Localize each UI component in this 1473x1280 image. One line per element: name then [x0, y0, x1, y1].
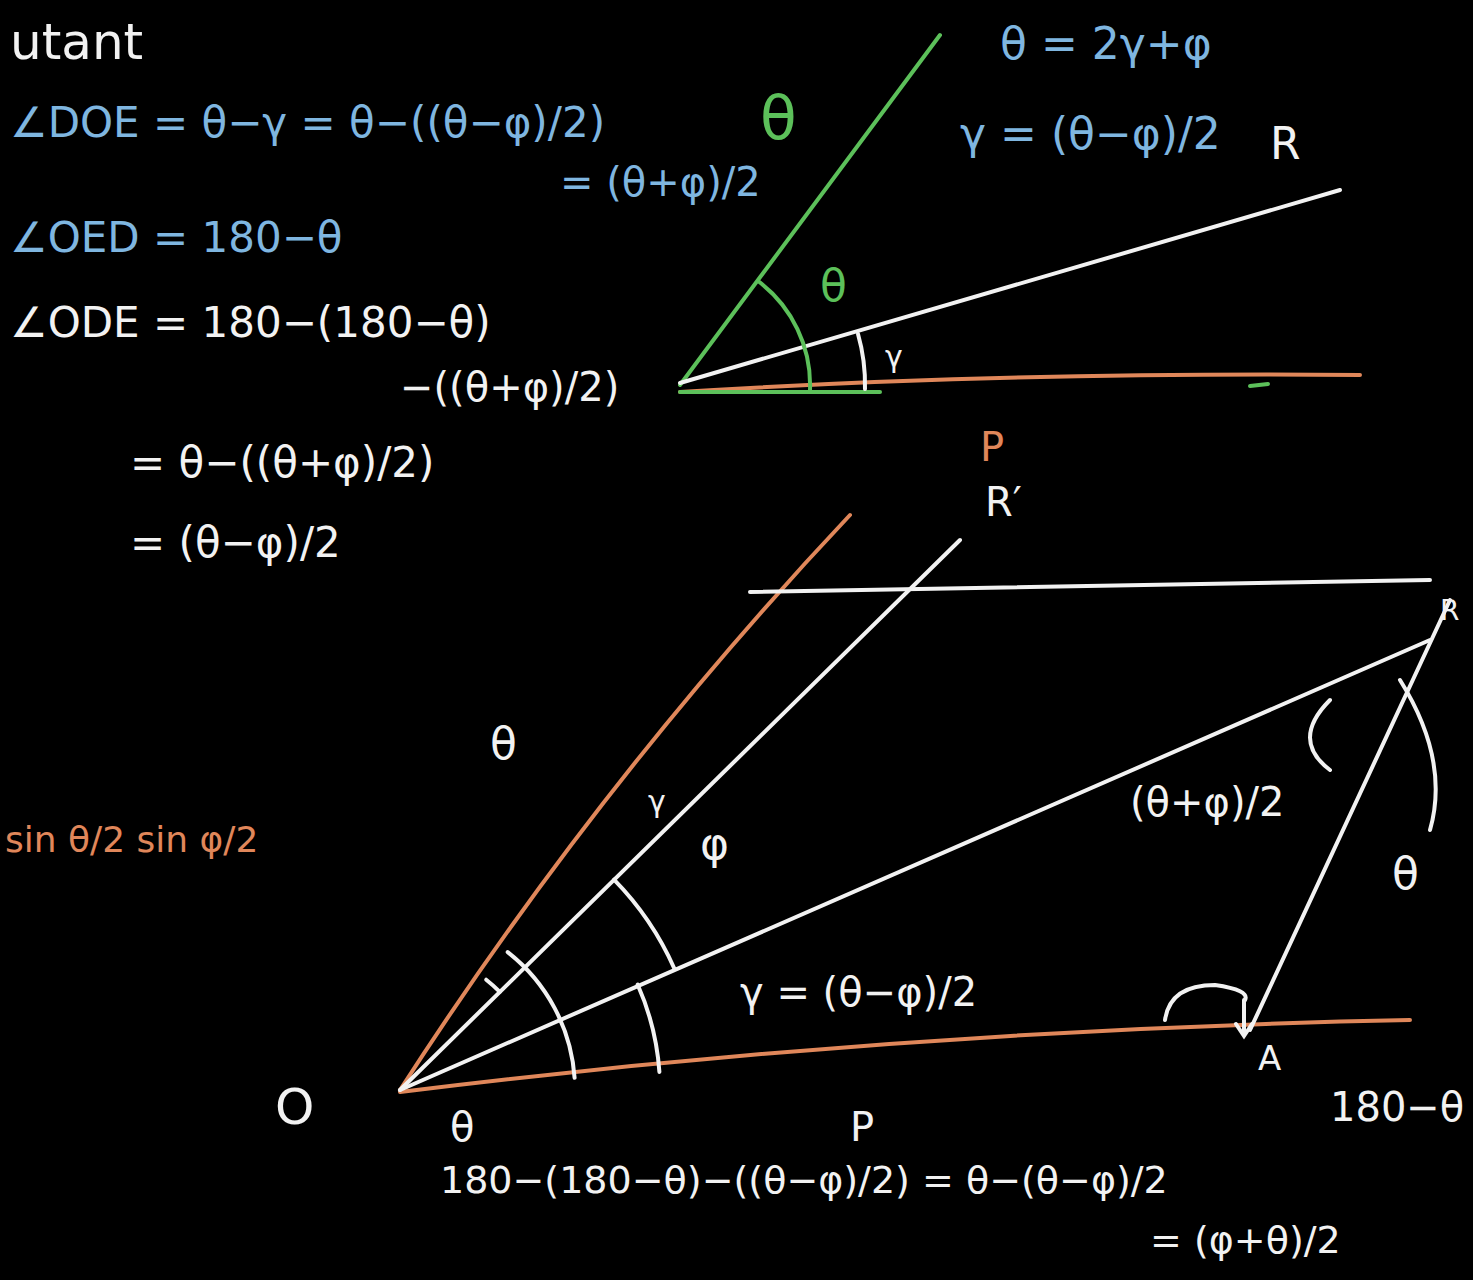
- angle-arc: [508, 952, 575, 1078]
- math-label: γ: [648, 785, 666, 818]
- green-base-mark: [680, 390, 880, 394]
- math-label: γ = (θ−φ)/2: [960, 110, 1221, 158]
- math-label: γ = (θ−φ)/2: [740, 970, 977, 1014]
- math-label: θ: [490, 720, 517, 768]
- white-parallel-line: [750, 580, 1430, 592]
- math-label: R: [1270, 120, 1301, 168]
- pointer-arrow: [1236, 1000, 1252, 1036]
- green-dash: [1250, 384, 1268, 386]
- angle-arc: [638, 985, 660, 1072]
- math-label: R′: [985, 480, 1022, 524]
- angle-arc: [1310, 700, 1330, 770]
- math-label: R: [1440, 596, 1459, 627]
- math-label: (θ+φ)/2: [1130, 780, 1285, 824]
- math-label: ∠OED = 180−θ: [10, 215, 343, 261]
- math-label: P: [980, 425, 1004, 469]
- math-label: sin θ/2 sin φ/2: [5, 820, 258, 860]
- math-label: = (θ+φ)/2: [560, 160, 761, 204]
- math-label: A: [1258, 1040, 1281, 1077]
- math-label: 180−(180−θ)−((θ−φ)/2) = θ−(θ−φ)/2: [440, 1160, 1168, 1202]
- math-label: θ: [1392, 850, 1419, 898]
- math-label: = (φ+θ)/2: [1150, 1220, 1341, 1262]
- angle-arc: [1400, 680, 1436, 830]
- math-label: = θ−((θ+φ)/2): [130, 440, 434, 486]
- math-label: θ: [760, 85, 797, 151]
- math-label: O: [275, 1080, 314, 1135]
- math-label: P: [850, 1105, 874, 1149]
- math-label: = (θ−φ)/2: [130, 520, 341, 566]
- math-label: θ: [820, 262, 847, 310]
- white-ray-r: [680, 190, 1340, 383]
- math-label: ∠DOE = θ−γ = θ−((θ−φ)/2): [10, 100, 605, 146]
- angle-arc: [758, 281, 810, 390]
- orange-base-line: [680, 375, 1360, 392]
- math-label: θ = 2γ+φ: [1000, 20, 1212, 68]
- math-label: γ: [885, 340, 903, 373]
- math-label: ∠ODE = 180−(180−θ): [10, 300, 491, 346]
- math-label: utant: [10, 15, 143, 70]
- math-label: θ: [450, 1105, 474, 1149]
- math-label: φ: [700, 820, 729, 868]
- angle-arc: [858, 334, 865, 389]
- white-ray-r: [400, 640, 1430, 1090]
- angle-arc: [1165, 985, 1246, 1020]
- math-label: −((θ+φ)/2): [400, 365, 619, 409]
- angle-arc: [614, 880, 674, 969]
- orange-base-line: [400, 1020, 1410, 1092]
- angle-arc: [486, 980, 500, 992]
- math-label: 180−θ: [1330, 1085, 1464, 1129]
- green-ray: [680, 35, 940, 385]
